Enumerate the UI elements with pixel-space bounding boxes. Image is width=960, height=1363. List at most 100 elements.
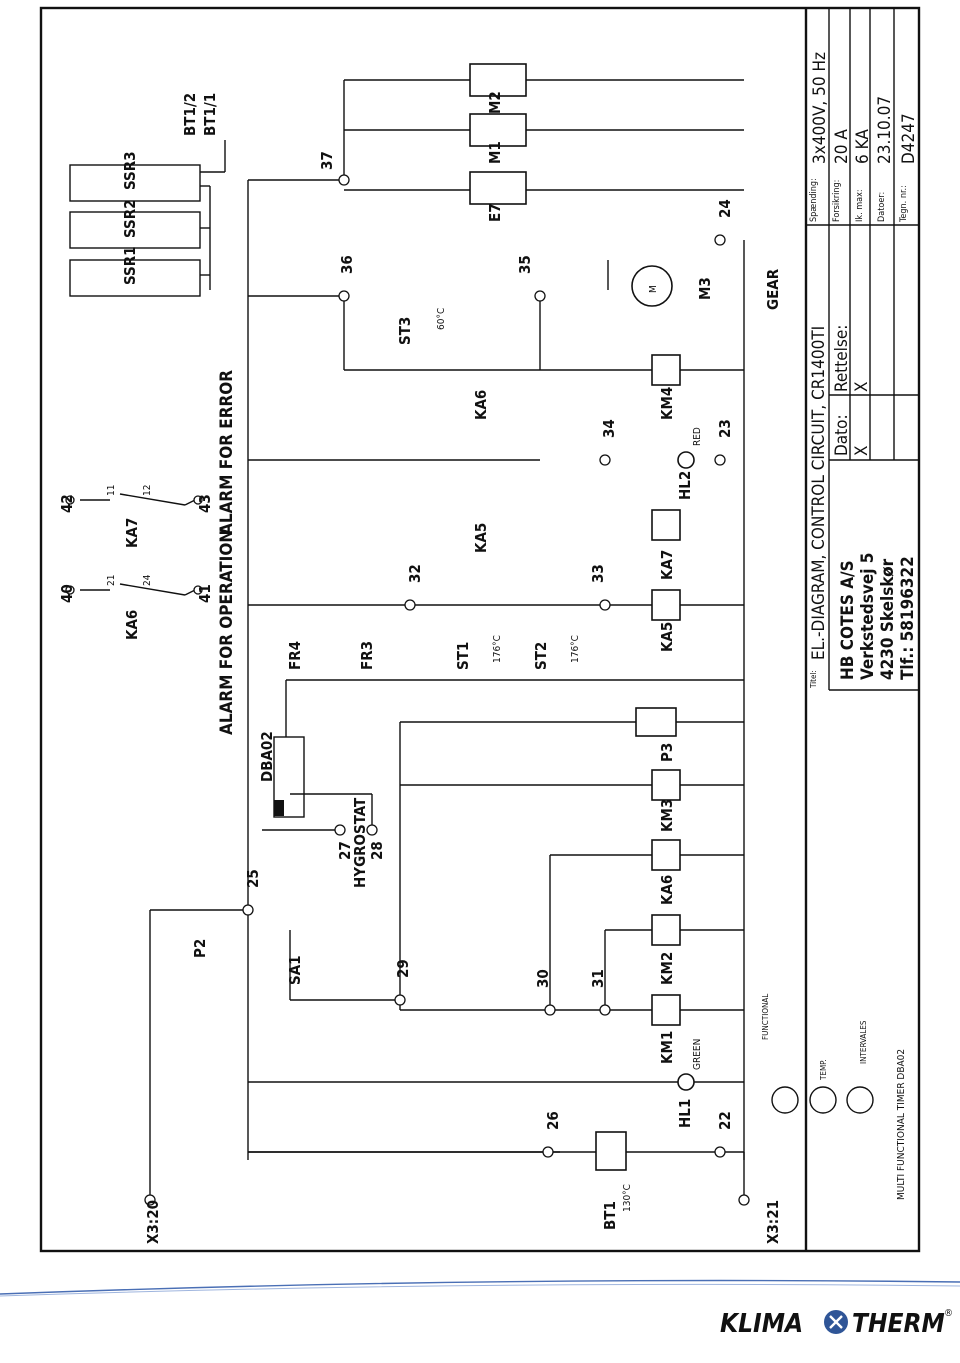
titel-value: EL.-DIAGRAM, CONTROL CIRCUIT, CR1400TI xyxy=(809,326,829,660)
ssr2-label: SSR2 xyxy=(121,199,139,238)
ka7-alarm-label: KA7 xyxy=(123,518,141,548)
gear-label: GEAR xyxy=(764,268,782,310)
ka6-coil-label: KA6 xyxy=(658,875,676,905)
klima-therm-logo: KLIMA THERM ® xyxy=(720,1308,953,1339)
control-branches: BT1 130°C HL1 GREEN KM1 KM2 KA6 KM3 P3 S… xyxy=(191,260,782,1230)
ik-max-value: 6 KA xyxy=(853,129,873,164)
terminal-27: 27 xyxy=(336,841,354,860)
alarm-contacts: 21 24 KA6 40 41 11 12 KA7 42 43 ALARM FO… xyxy=(58,370,237,735)
timer-legend: FUNCTIONAL TEMP. INTERVALES MULTI FUNCTI… xyxy=(761,994,907,1200)
terminal-32: 32 xyxy=(406,564,424,583)
terminal-22: 22 xyxy=(716,1111,734,1130)
bt12-label: BT1/2 xyxy=(181,93,199,136)
x321-label: X3:21 xyxy=(764,1200,782,1244)
ssr1-label: SSR1 xyxy=(121,246,139,285)
km2-label: KM2 xyxy=(658,952,676,985)
rettelse-value: X xyxy=(852,382,872,392)
spaending-label: Spænding: xyxy=(809,178,819,222)
ik-max-label: Ik. max: xyxy=(855,189,865,222)
m1-label: M1 xyxy=(486,141,504,164)
red-label: RED xyxy=(692,427,703,446)
km3-label: KM3 xyxy=(658,799,676,832)
dba02-label: DBA02 xyxy=(258,731,276,782)
company-name: HB COTES A/S xyxy=(838,560,858,680)
tegn-nr-label: Tegn. nr.: xyxy=(899,185,909,223)
terminal-30: 30 xyxy=(534,969,552,988)
m3-label: M3 xyxy=(696,277,714,300)
st3-label: ST3 xyxy=(396,317,414,345)
p3-label: P3 xyxy=(658,743,676,762)
rails xyxy=(149,179,745,1200)
terminals: X3:20 X3:21 26 22 25 27 28 29 30 31 32 3… xyxy=(144,151,782,1244)
terminal-23: 23 xyxy=(716,419,734,438)
st3-temp: 60°C xyxy=(436,308,447,330)
dato-label: Dato: xyxy=(832,414,852,456)
ka5-coil-label: KA5 xyxy=(658,622,676,652)
logo-mark-icon xyxy=(824,1310,848,1334)
svg-text:12: 12 xyxy=(142,485,153,496)
datoer-label: Datoer: xyxy=(877,192,887,222)
svg-text:21: 21 xyxy=(106,575,117,586)
timer-caption: MULTI FUNCTIONAL TIMER DBA02 xyxy=(896,1049,907,1200)
functional-label: FUNCTIONAL xyxy=(761,994,770,1040)
st2-label: ST2 xyxy=(532,642,550,670)
ssr-modules: SSR3 SSR2 SSR1 BT1/2 BT1/1 xyxy=(69,93,226,297)
x320-label: X3:20 xyxy=(144,1200,162,1244)
forsikring-label: Forsikring: xyxy=(832,180,842,222)
terminal-31: 31 xyxy=(589,969,607,988)
bt11-label: BT1/1 xyxy=(201,93,219,136)
terminal-26: 26 xyxy=(544,1111,562,1130)
company-phone: Tlf.: 58196322 xyxy=(898,556,918,680)
st2-temp: 176°C xyxy=(570,635,581,663)
fr4-label: FR4 xyxy=(286,641,304,670)
green-label: GREEN xyxy=(692,1039,703,1070)
logo-left-word: KLIMA xyxy=(720,1309,803,1339)
footer-swoosh xyxy=(0,1279,960,1297)
fr3-label: FR3 xyxy=(358,641,376,670)
hl1-label: HL1 xyxy=(676,1099,694,1128)
title-block: Titel: EL.-DIAGRAM, CONTROL CIRCUIT, CR1… xyxy=(804,8,919,1251)
svg-text:M: M xyxy=(648,285,659,293)
km1-label: KM1 xyxy=(658,1031,676,1064)
svg-text:40: 40 xyxy=(58,584,76,603)
rettelse-label: Rettelse: xyxy=(832,325,852,392)
dato-value: X xyxy=(852,446,872,456)
hl2-label: HL2 xyxy=(676,471,694,500)
bt1-temp: 130°C xyxy=(622,1184,633,1212)
terminal-35: 35 xyxy=(516,255,534,274)
ka7-coil-label: KA7 xyxy=(658,550,676,580)
logo-registered: ® xyxy=(944,1308,953,1319)
svg-text:11: 11 xyxy=(106,485,117,496)
heater-elements: M2 M1 E7 xyxy=(343,63,744,222)
svg-text:43: 43 xyxy=(196,494,214,513)
company-street: Verkstedsvej 5 xyxy=(858,553,878,680)
bt1-label: BT1 xyxy=(601,1201,619,1230)
svg-text:24: 24 xyxy=(142,574,153,586)
ka5-st-label: KA5 xyxy=(472,523,490,553)
titel-label: Titel: xyxy=(809,670,818,689)
terminal-34: 34 xyxy=(600,419,618,438)
logo-right-word: THERM xyxy=(852,1309,945,1339)
drawing-frame xyxy=(39,6,921,1253)
terminal-24: 24 xyxy=(716,199,734,218)
svg-text:41: 41 xyxy=(196,584,214,603)
svg-text:42: 42 xyxy=(58,494,76,513)
company-city: 4230 Skelskør xyxy=(878,558,898,680)
m2-label: M2 xyxy=(486,91,504,114)
spaending-value: 3x400V, 50 Hz xyxy=(810,52,830,164)
hygrostat-label: HYGROSTAT xyxy=(351,797,369,888)
terminal-36: 36 xyxy=(338,255,356,274)
km4-label: KM4 xyxy=(658,387,676,420)
terminal-29: 29 xyxy=(394,959,412,978)
st1-temp: 176°C xyxy=(492,635,503,663)
ka6-alarm-label: KA6 xyxy=(123,610,141,640)
st1-label: ST1 xyxy=(454,642,472,670)
e7-label: E7 xyxy=(486,203,504,222)
terminal-25: 25 xyxy=(244,869,262,888)
terminal-33: 33 xyxy=(589,564,607,583)
sa1-label: SA1 xyxy=(286,955,304,985)
temp-label: TEMP. xyxy=(819,1059,828,1081)
p2-label: P2 xyxy=(191,939,209,958)
